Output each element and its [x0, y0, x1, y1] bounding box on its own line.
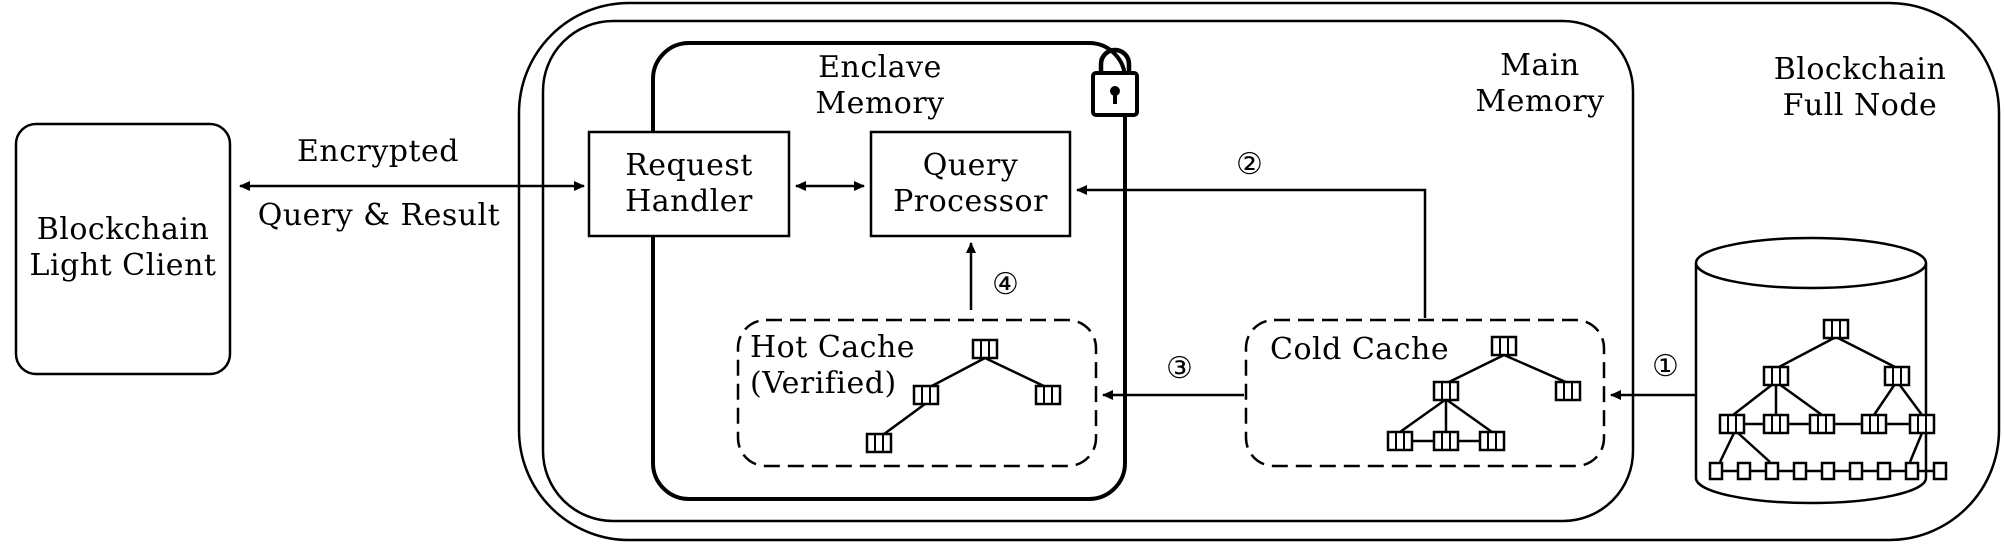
hot-cache-tree — [865, 338, 1062, 454]
request-handler-line1: Request — [625, 148, 753, 183]
step-3-label: ③ — [1166, 351, 1193, 386]
full-node-line1: Blockchain — [1773, 52, 1947, 87]
hot-cache-line1: Hot Cache — [750, 330, 916, 365]
link-label-bottom: Query & Result — [257, 198, 501, 233]
request-handler-box — [587, 130, 791, 238]
enclave-memory-container — [651, 41, 1127, 501]
lock-icon — [1091, 47, 1139, 117]
query-processor-label: Query Processor — [872, 148, 1069, 220]
step-4-label: ④ — [992, 267, 1019, 302]
light-client-label: Blockchain Light Client — [18, 212, 228, 284]
step-2-label: ② — [1236, 147, 1263, 182]
query-processor-box — [869, 130, 1072, 238]
light-client-box — [14, 122, 232, 376]
request-handler-line2: Handler — [625, 184, 753, 219]
light-client-line1: Blockchain — [36, 212, 210, 247]
database-cylinder-icon — [1694, 236, 1928, 505]
enclave-line1: Enclave — [818, 50, 942, 85]
enclave-memory-label: Enclave Memory — [790, 50, 970, 122]
main-memory-line2: Memory — [1475, 84, 1605, 119]
cold-cache-tree — [1386, 335, 1582, 452]
full-node-container — [517, 1, 2001, 542]
hot-cache-box — [736, 318, 1098, 468]
full-node-label: Blockchain Full Node — [1760, 52, 1960, 124]
main-memory-container — [541, 19, 1635, 523]
main-memory-line1: Main — [1500, 48, 1580, 83]
cold-to-processor-arrow — [1076, 185, 1427, 318]
request-handler-label: Request Handler — [590, 148, 788, 220]
cold-cache-label: Cold Cache — [1270, 332, 1450, 367]
hot-cache-label: Hot Cache (Verified) — [750, 330, 915, 402]
hot-cache-line2: (Verified) — [750, 366, 897, 401]
cold-cache-box — [1244, 318, 1606, 468]
enclave-line2: Memory — [815, 86, 945, 121]
query-processor-line2: Processor — [893, 184, 1048, 219]
link-label-top: Encrypted — [296, 134, 460, 169]
main-memory-label: Main Memory — [1450, 48, 1630, 120]
step-1-label: ① — [1652, 349, 1679, 384]
light-client-line2: Light Client — [29, 248, 217, 283]
query-processor-line1: Query — [922, 148, 1019, 183]
database-tree — [1708, 318, 1948, 481]
full-node-line2: Full Node — [1782, 88, 1938, 123]
